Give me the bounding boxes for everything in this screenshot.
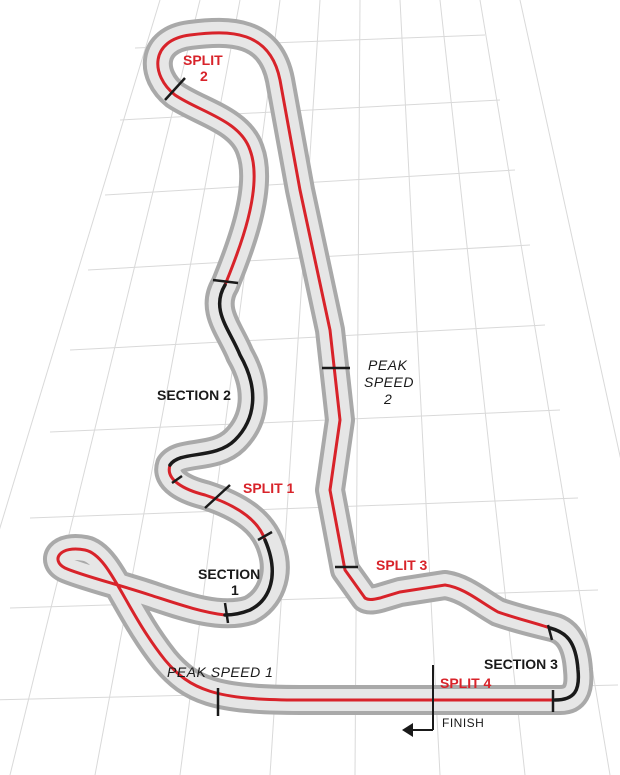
split-3-label: SPLIT 3 — [376, 557, 428, 573]
peak-speed-2-number: 2 — [383, 391, 392, 407]
section-2-start-marker — [212, 278, 239, 285]
section-3-line — [548, 626, 581, 702]
section-2-line — [168, 283, 255, 467]
racing-line-mid — [167, 463, 267, 542]
finish-label: FINISH — [442, 716, 484, 730]
split-4-label: SPLIT 4 — [440, 675, 492, 691]
section-1-number: 1 — [231, 582, 239, 598]
peak-speed-1-label: PEAK SPEED 1 — [167, 664, 273, 680]
racing-line-back — [363, 583, 552, 630]
split-2-label: SPLIT — [183, 52, 223, 68]
arrow-left-icon — [402, 723, 413, 737]
peak-speed-2-label: PEAK — [368, 357, 408, 373]
section-1-end-marker — [223, 602, 230, 624]
split-markers — [164, 77, 555, 716]
section-1-line — [223, 538, 274, 617]
section-3-label: SECTION 3 — [484, 656, 558, 672]
section-1-label: SECTION — [198, 566, 260, 582]
split-2-number: 2 — [200, 68, 208, 84]
section-2-end-marker — [171, 474, 183, 485]
racing-line-loop — [56, 547, 557, 702]
section-1-start-marker — [257, 530, 273, 542]
split-2-marker — [164, 77, 186, 101]
section-2-label: SECTION 2 — [157, 387, 231, 403]
section-3-start-marker — [546, 624, 554, 641]
split-1-marker — [204, 484, 231, 509]
peak-speed-2-label-line2: SPEED — [364, 374, 414, 390]
finish-marker — [410, 665, 434, 731]
split-1-label: SPLIT 1 — [243, 480, 295, 496]
racing-line — [156, 31, 367, 600]
